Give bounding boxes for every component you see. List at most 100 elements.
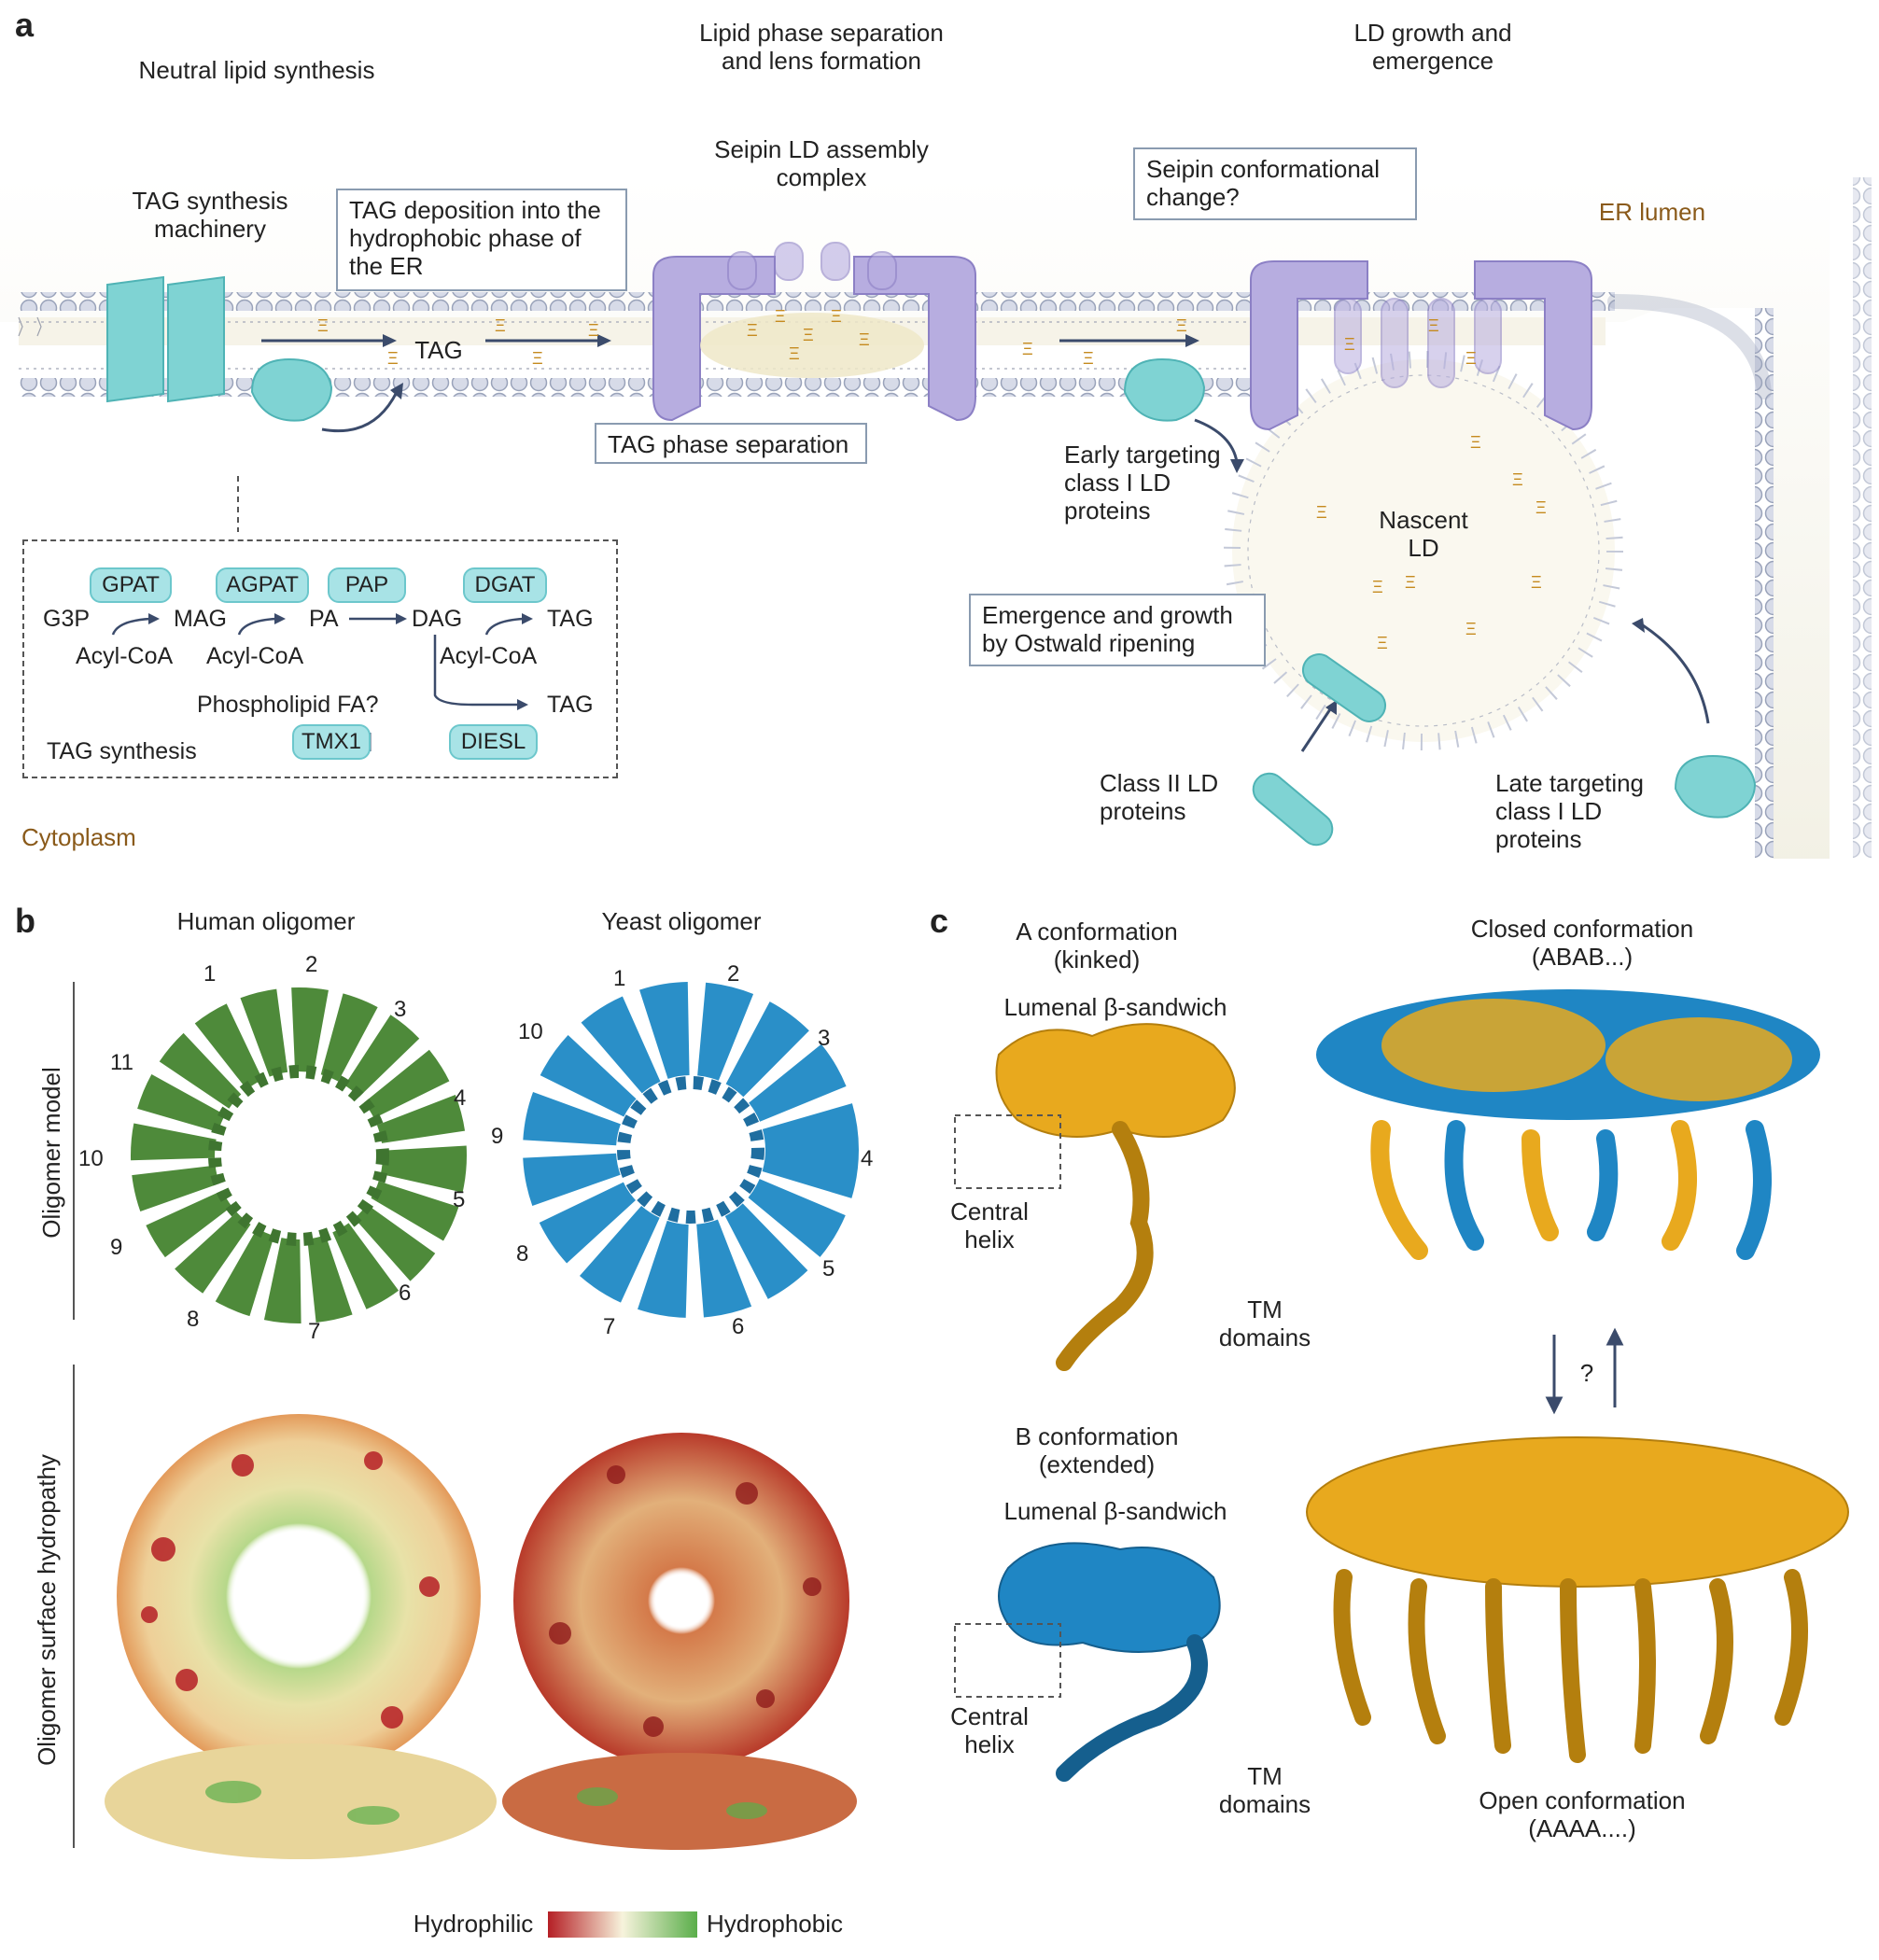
human-number-11: 11 [110, 1050, 133, 1075]
stage2-title: Lipid phase separation and lens formatio… [699, 19, 944, 75]
svg-text:Ξ: Ξ [1377, 634, 1388, 652]
enzyme-pap: PAP [328, 567, 406, 603]
svg-text:Ξ: Ξ [317, 316, 329, 335]
er-lumen-label: ER lumen [1598, 198, 1706, 226]
nascent-ld [1224, 351, 1623, 750]
b-conformation-title: B conformation (extended) [1015, 1422, 1179, 1478]
mag: MAG [174, 606, 227, 632]
enzyme-dgat: DGAT [463, 567, 547, 603]
seipin-complex-1 [652, 242, 976, 422]
row-divider-1 [73, 982, 75, 1320]
pa: PA [309, 606, 339, 632]
central-helix-box-2 [954, 1623, 1061, 1698]
a-conformation-title: A conformation (kinked) [1016, 917, 1178, 973]
yeast-number-2: 2 [727, 961, 740, 987]
a-conformation-structure [995, 1023, 1236, 1371]
svg-text:Ξ: Ξ [775, 307, 786, 326]
class2-protein-free [1252, 772, 1334, 847]
panel-b-letter: b [15, 902, 35, 940]
closed-conformation-title: Closed conformation (ABAB...) [1470, 915, 1694, 971]
upper-leaflet-heads [19, 292, 1615, 311]
human-number-2: 2 [305, 952, 318, 977]
lumenal-sandwich-2: Lumenal β-sandwich [1003, 1497, 1227, 1525]
svg-text:Ξ: Ξ [1083, 349, 1094, 368]
b-conformation-structure [998, 1542, 1221, 1782]
yeast-ring-model [523, 982, 859, 1318]
enzyme-diesl: DIESL [449, 724, 538, 760]
emergence-callout: Emergence and growth by Ostwald ripening [969, 594, 1266, 666]
hydropathy-legend-bar [548, 1911, 697, 1938]
transition-question: ? [1579, 1359, 1594, 1387]
phospholipid-fa: Phospholipid FA? [197, 692, 379, 718]
nascent-ld-label: Nascent LD [1379, 506, 1468, 562]
tm-domains-2: TM domains [1218, 1762, 1311, 1818]
tag-product-2: TAG [547, 692, 594, 718]
acyl-coa-3: Acyl-CoA [440, 643, 538, 669]
svg-text:Ξ: Ξ [1512, 470, 1523, 489]
enzyme-gpat: GPAT [90, 567, 172, 603]
human-number-3: 3 [394, 997, 407, 1022]
tag-product-1: TAG [547, 606, 594, 632]
yeast-number-5: 5 [822, 1256, 835, 1281]
oligomer-figures [105, 982, 859, 1938]
svg-text:Ξ: Ξ [1465, 620, 1477, 638]
central-helix-box-1 [954, 1114, 1061, 1189]
closed-conformation-structure [1316, 989, 1820, 1260]
tag-machinery-label: TAG synthesis machinery [132, 187, 288, 243]
human-number-4: 4 [454, 1085, 467, 1111]
open-conformation-structure [1306, 1436, 1849, 1763]
human-number-1: 1 [203, 961, 217, 987]
human-hydropathy-side [105, 1743, 497, 1859]
g3p: G3P [43, 606, 91, 632]
svg-text:Ξ: Ξ [1428, 316, 1439, 335]
tag-phase-separation-callout: TAG phase separation [595, 423, 867, 464]
tag-label: TAG [414, 336, 463, 364]
svg-text:Ξ: Ξ [747, 321, 758, 340]
yeast-number-7: 7 [603, 1314, 616, 1339]
svg-text:Ξ: Ξ [1372, 578, 1383, 596]
er-lumen-area [0, 177, 1830, 859]
yeast-number-3: 3 [818, 1026, 831, 1051]
svg-text:Ξ: Ξ [588, 321, 599, 340]
yeast-number-6: 6 [732, 1314, 745, 1339]
svg-text:Ξ: Ξ [532, 349, 543, 368]
tag-deposition-callout: TAG deposition into the hydrophobic phas… [336, 189, 627, 291]
enzyme-blob [250, 357, 333, 422]
human-oligomer-title: Human oligomer [176, 907, 356, 935]
svg-text:Ξ: Ξ [1531, 573, 1542, 592]
tag-lens [700, 313, 924, 378]
panel-c-letter: c [930, 902, 949, 940]
dag: DAG [412, 606, 463, 632]
central-helix-2: Central helix [950, 1702, 1029, 1758]
yeast-hydropathy-side [502, 1753, 857, 1850]
svg-text:Ξ: Ξ [1176, 316, 1187, 335]
svg-text:Ξ: Ξ [789, 344, 800, 363]
enzyme-agpat: AGPAT [216, 567, 309, 603]
class2-label: Class II LD proteins [1100, 769, 1219, 825]
seipin-complex-label: Seipin LD assembly complex [714, 135, 929, 191]
legend-hydrophobic: Hydrophobic [707, 1910, 843, 1938]
row-divider-2 [73, 1365, 75, 1848]
human-number-6: 6 [399, 1281, 412, 1306]
yeast-number-9: 9 [491, 1124, 504, 1149]
yeast-oligomer-title: Yeast oligomer [601, 907, 762, 935]
svg-text:Ξ: Ξ [831, 307, 842, 326]
acyl-coa-1: Acyl-CoA [76, 643, 174, 669]
tm-domains-1: TM domains [1218, 1295, 1311, 1351]
human-number-9: 9 [110, 1235, 123, 1260]
svg-text:Ξ: Ξ [495, 316, 506, 335]
legend-hydrophilic: Hydrophilic [413, 1910, 534, 1938]
svg-text:Ξ: Ξ [1465, 349, 1477, 368]
seipin-conformational-change-callout: Seipin conformational change? [1133, 147, 1417, 220]
svg-text:Ξ: Ξ [1344, 335, 1355, 354]
lumenal-sandwich-1: Lumenal β-sandwich [1003, 993, 1227, 1021]
late-ld-protein [1674, 754, 1757, 819]
svg-text:Ξ: Ξ [859, 330, 870, 349]
svg-text:Ξ: Ξ [1405, 573, 1416, 592]
stage1-title: Neutral lipid synthesis [138, 56, 375, 84]
tag-synthesis-machinery [106, 275, 225, 403]
human-number-5: 5 [453, 1187, 466, 1212]
yeast-number-1: 1 [613, 966, 626, 991]
early-ld-protein [1123, 357, 1206, 422]
